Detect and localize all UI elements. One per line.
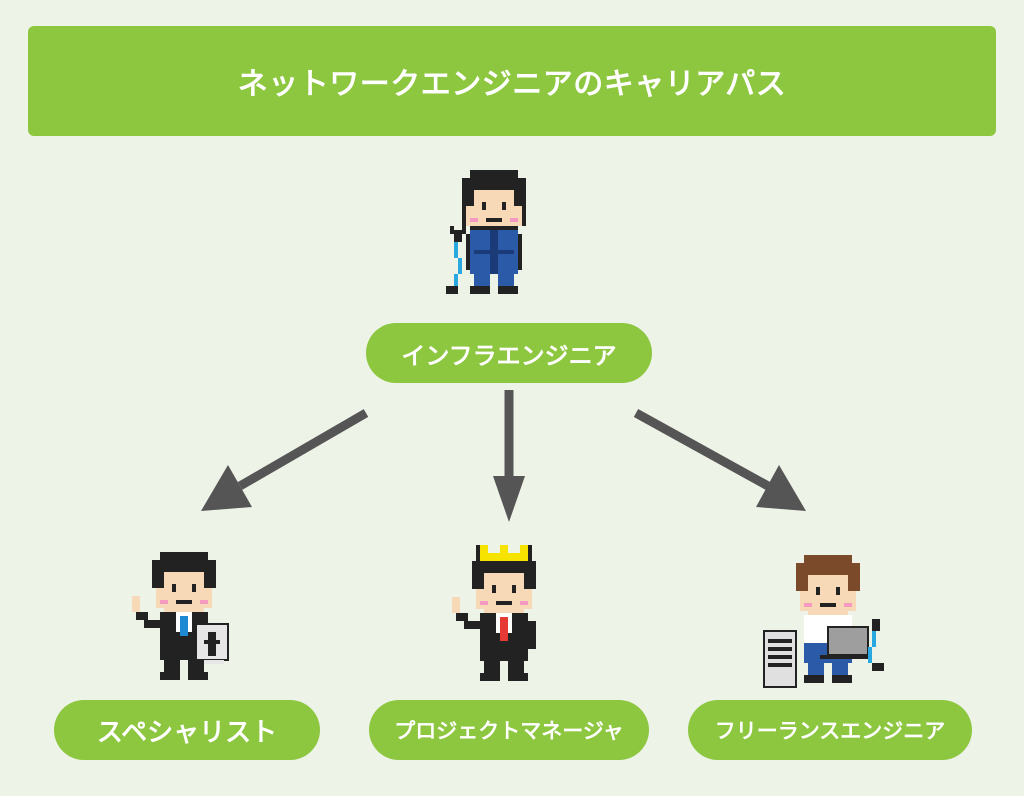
arrow-to-specialist bbox=[201, 409, 369, 511]
project-manager-character-icon bbox=[452, 545, 536, 681]
node-specialist: スペシャリスト bbox=[54, 700, 320, 760]
arrow-to-project-manager bbox=[493, 390, 525, 522]
node-infra-engineer: インフラエンジニア bbox=[366, 323, 652, 383]
node-freelance-engineer: フリーランスエンジニア bbox=[688, 700, 972, 760]
freelance-engineer-character-icon bbox=[762, 555, 884, 689]
node-infra-engineer-label: インフラエンジニア bbox=[401, 341, 617, 370]
node-freelance-engineer-label: フリーランスエンジニア bbox=[714, 719, 946, 743]
arrow-to-freelance bbox=[633, 409, 806, 511]
node-project-manager-label: プロジェクトマネージャ bbox=[394, 719, 624, 743]
infra-engineer-character-icon bbox=[446, 170, 526, 294]
node-specialist-label: スペシャリスト bbox=[96, 717, 278, 748]
page-title: ネットワークエンジニアのキャリアパス bbox=[237, 67, 787, 102]
title-banner: ネットワークエンジニアのキャリアパス bbox=[28, 26, 996, 136]
specialist-character-icon bbox=[132, 552, 229, 680]
node-project-manager: プロジェクトマネージャ bbox=[369, 700, 649, 760]
